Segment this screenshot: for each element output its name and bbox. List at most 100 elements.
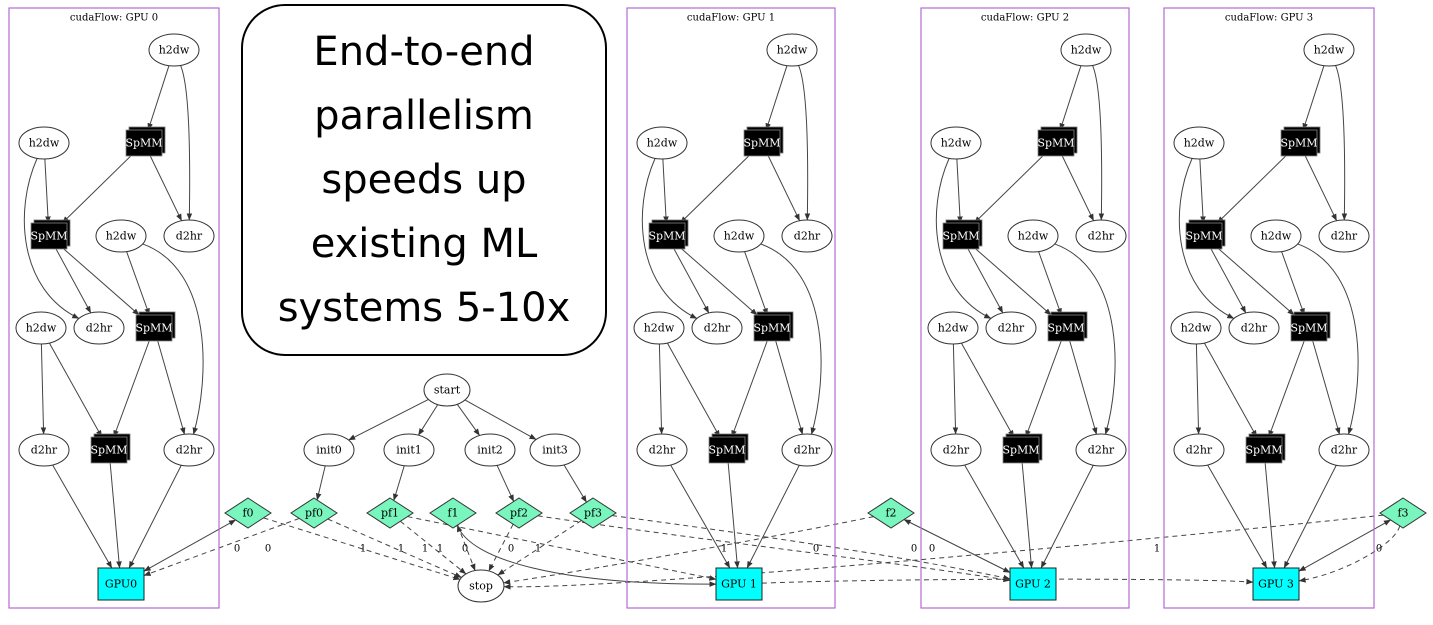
node-h2dw-label: h2dw bbox=[1181, 322, 1212, 335]
node-start: start bbox=[423, 373, 471, 407]
node-d2hr: d2hr bbox=[781, 433, 833, 467]
edge bbox=[1199, 158, 1206, 224]
edge bbox=[960, 342, 1015, 438]
node-d2hr-label: d2hr bbox=[1331, 230, 1358, 243]
edge-f0-stop bbox=[263, 517, 461, 581]
edge-label-f3_stop: 1 bbox=[1154, 544, 1160, 555]
edge bbox=[563, 464, 587, 503]
node-d2hr-label: d2hr bbox=[176, 444, 203, 457]
edge bbox=[1021, 462, 1034, 569]
edge bbox=[61, 155, 132, 224]
edge bbox=[727, 462, 740, 569]
node-spmm-label: SpMM bbox=[648, 230, 685, 243]
edge-label-pf3_gpu2: 0 bbox=[813, 544, 819, 555]
node-d2hr: d2hr bbox=[163, 219, 215, 253]
edge bbox=[126, 251, 150, 316]
edge bbox=[23, 158, 80, 319]
edge bbox=[1195, 343, 1202, 435]
node-d2hr-label: d2hr bbox=[1088, 230, 1115, 243]
node-gpu-label: GPU0 bbox=[105, 578, 137, 591]
node-spmm: SpMM bbox=[30, 219, 71, 250]
node-init3-label: init3 bbox=[542, 444, 568, 457]
node-d2hr: d2hr bbox=[1075, 219, 1127, 253]
cluster-gpu-2: cudaFlow: GPU 2 bbox=[920, 7, 1130, 609]
node-spmm-label: SpMM bbox=[1185, 230, 1222, 243]
edge-label-pf0_stop: 1 bbox=[398, 544, 404, 555]
node-h2dw: h2dw bbox=[1303, 33, 1355, 67]
node-h2dw: h2dw bbox=[633, 311, 685, 345]
edge bbox=[1061, 155, 1095, 222]
node-d2hr-label: d2hr bbox=[794, 230, 821, 243]
edge bbox=[798, 65, 811, 221]
edge-pf3-gpu2 bbox=[612, 515, 1011, 581]
edge bbox=[147, 65, 170, 131]
node-d2hr: d2hr bbox=[163, 433, 215, 467]
node-h2dw: h2dw bbox=[148, 33, 200, 67]
edge bbox=[55, 248, 92, 314]
node-init1-label: init1 bbox=[396, 444, 422, 457]
node-spmm: SpMM bbox=[1280, 126, 1321, 157]
edge bbox=[1297, 243, 1359, 435]
node-init0: init0 bbox=[303, 433, 355, 467]
edge bbox=[765, 65, 788, 131]
node-h2dw: h2dw bbox=[15, 311, 67, 345]
node-pf0-label: pf0 bbox=[305, 507, 323, 520]
node-d2hr: d2hr bbox=[1228, 311, 1280, 345]
node-spmm: SpMM bbox=[708, 433, 749, 464]
edge bbox=[496, 465, 515, 502]
edge-label-f0_stop: 1 bbox=[360, 544, 366, 555]
node-f0: f0 bbox=[224, 497, 272, 529]
node-h2dw: h2dw bbox=[95, 219, 147, 253]
node-stop: stop bbox=[457, 569, 505, 603]
node-spmm: SpMM bbox=[1290, 311, 1331, 342]
node-pf1: pf1 bbox=[366, 497, 414, 529]
node-h2dw-label: h2dw bbox=[644, 322, 675, 335]
edge bbox=[1302, 65, 1325, 131]
headline-callout: End-to-end parallelism speeds up existin… bbox=[241, 4, 607, 356]
node-d2hr: d2hr bbox=[1075, 433, 1127, 467]
edge bbox=[1040, 464, 1094, 569]
edge bbox=[975, 248, 1052, 316]
headline-text: End-to-end parallelism speeds up existin… bbox=[277, 29, 571, 331]
edge bbox=[48, 342, 103, 438]
edge-label-f0_gpu0: 0 bbox=[234, 544, 240, 555]
edge bbox=[128, 464, 182, 569]
edge bbox=[658, 343, 665, 435]
node-spmm-label: SpMM bbox=[1245, 444, 1282, 457]
node-spmm-label: SpMM bbox=[1037, 137, 1074, 150]
edge-pf2-gpu2 bbox=[537, 515, 1011, 583]
edge bbox=[641, 158, 698, 319]
edge-f0-gpu0 bbox=[143, 519, 236, 572]
node-spmm-label: SpMM bbox=[708, 444, 745, 457]
node-d2hr-label: d2hr bbox=[943, 444, 970, 457]
edge-f3-gpu3-dashed bbox=[1298, 525, 1401, 583]
node-h2dw: h2dw bbox=[1250, 219, 1302, 253]
edge bbox=[1069, 340, 1098, 435]
node-h2dw: h2dw bbox=[713, 219, 765, 253]
node-f2-label: f2 bbox=[885, 507, 896, 520]
node-pf3: pf3 bbox=[569, 497, 617, 529]
edge bbox=[1264, 462, 1277, 569]
node-init0-label: init0 bbox=[316, 444, 342, 457]
edge bbox=[1312, 340, 1341, 435]
node-d2hr-label: d2hr bbox=[794, 444, 821, 457]
node-h2dw: h2dw bbox=[766, 33, 818, 67]
node-spmm: SpMM bbox=[1185, 219, 1226, 250]
node-stop-label: stop bbox=[469, 580, 493, 593]
node-d2hr-label: d2hr bbox=[176, 230, 203, 243]
cluster-title: cudaFlow: GPU 2 bbox=[981, 13, 1069, 24]
edge-label-pf2_stop: 1 bbox=[535, 544, 541, 555]
node-f3-label: f3 bbox=[1397, 507, 1408, 520]
node-f2: f2 bbox=[867, 497, 915, 529]
node-d2hr: d2hr bbox=[930, 433, 982, 467]
edge-label-pf1_gpu1: 0 bbox=[462, 544, 468, 555]
node-f0-label: f0 bbox=[242, 507, 253, 520]
node-f1: f1 bbox=[429, 497, 477, 529]
node-pf0: pf0 bbox=[290, 497, 338, 529]
node-h2dw-label: h2dw bbox=[26, 322, 57, 335]
node-spmm-label: SpMM bbox=[90, 444, 127, 457]
edge bbox=[1092, 65, 1105, 221]
node-d2hr-label: d2hr bbox=[1241, 322, 1268, 335]
node-spmm: SpMM bbox=[942, 219, 983, 250]
